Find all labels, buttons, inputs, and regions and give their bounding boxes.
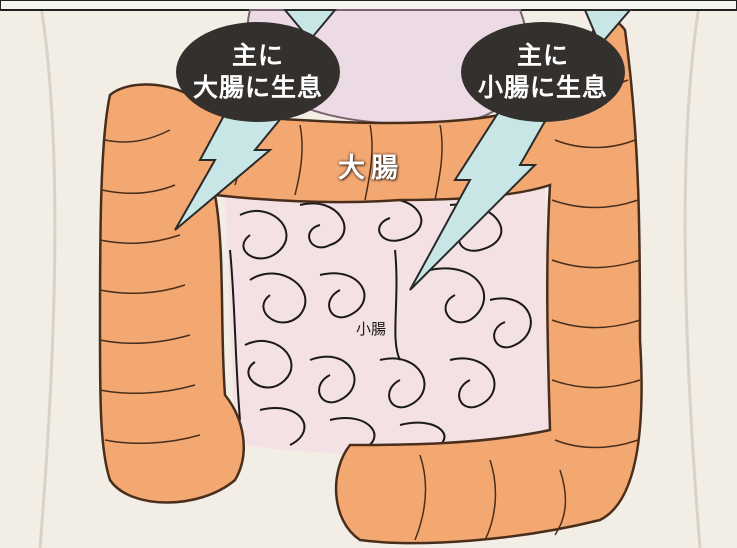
top-frame bbox=[0, 0, 737, 10]
callout-right-line2: 小腸に生息 bbox=[461, 72, 625, 104]
large-intestine-label: 大腸 bbox=[338, 146, 404, 185]
callout-right-line1: 主に bbox=[461, 40, 625, 72]
callout-left-line1: 主に bbox=[176, 40, 340, 72]
small-intestine-label: 小腸 bbox=[356, 318, 386, 339]
callout-left-line2: 大腸に生息 bbox=[176, 72, 340, 104]
callout-right-text: 主に 小腸に生息 bbox=[461, 40, 625, 104]
callout-left-text: 主に 大腸に生息 bbox=[176, 40, 340, 104]
